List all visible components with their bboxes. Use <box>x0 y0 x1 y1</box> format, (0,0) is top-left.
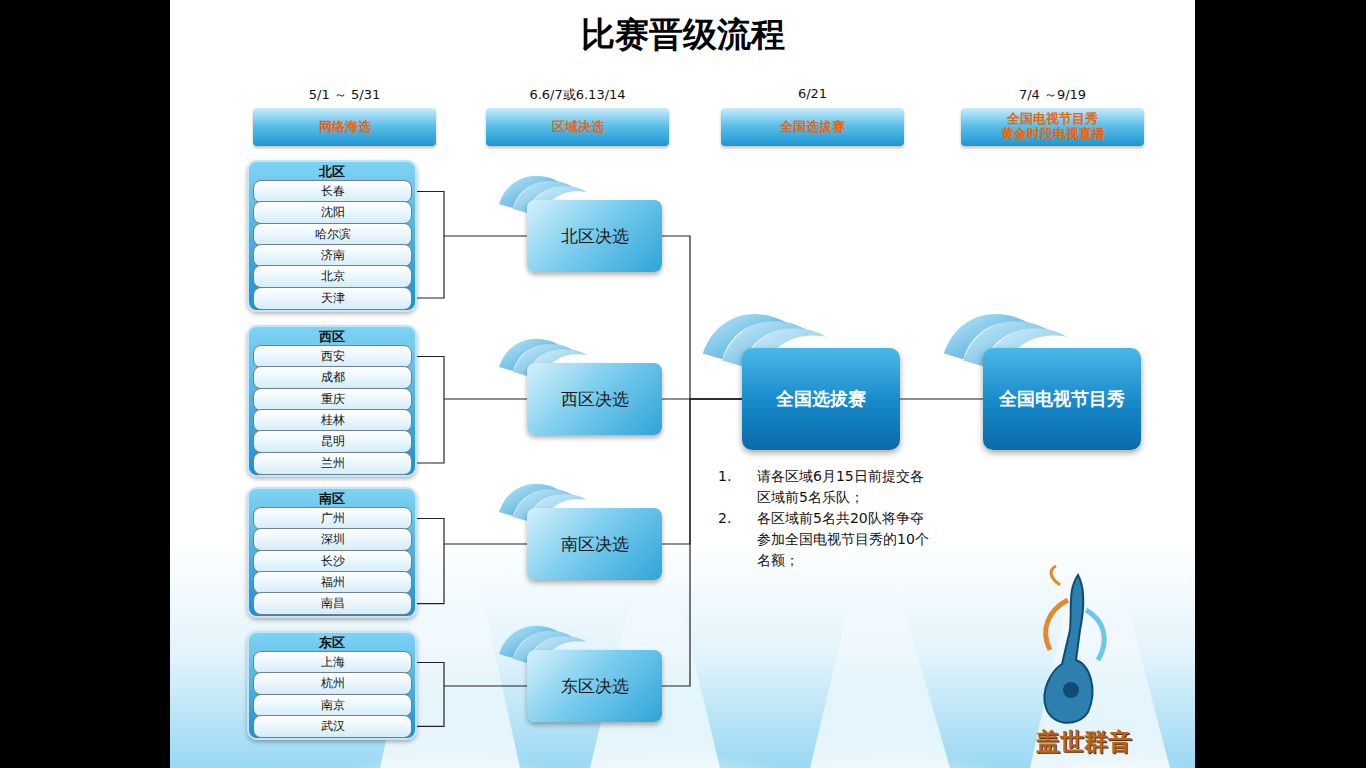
region-final-box: 西区决选 <box>527 363 662 435</box>
city-box: 哈尔滨 <box>253 223 412 246</box>
box-label: 沈阳 <box>321 204 345 221</box>
date-label: 7/4 ～9/19 <box>941 86 1164 104</box>
box-label: 兰州 <box>321 455 345 472</box>
region-heading: 南区 <box>249 490 415 508</box>
city-box: 天津 <box>253 287 412 310</box>
box-label: 西安 <box>321 348 345 365</box>
box-label: 全国选拔赛 <box>776 387 866 411</box>
box-label: 全国电视节目秀 <box>999 387 1125 411</box>
guitar-illustration <box>1044 566 1104 723</box>
region-final-box: 东区决选 <box>527 650 662 722</box>
city-box: 长沙 <box>253 550 412 573</box>
side-bar <box>1195 0 1366 768</box>
box-label: 全国选拔赛 <box>759 120 866 135</box>
date-label: 6.6/7或6.13/14 <box>466 86 689 104</box>
box-label: 北区决选 <box>561 225 629 248</box>
box-label: 南京 <box>321 697 345 714</box>
stage-tab: 6/21全国选拔赛 <box>721 108 904 146</box>
diagram-title: 比赛晋级流程 <box>170 12 1195 58</box>
box-label: 上海 <box>321 654 345 671</box>
list-number: 1. <box>718 466 748 487</box>
stage-lights <box>330 540 1200 768</box>
box-label: 南昌 <box>321 595 345 612</box>
date-label: 5/1 ～ 5/31 <box>233 86 456 104</box>
box-label: 长春 <box>321 183 345 200</box>
region-final-box: 北区决选 <box>527 200 662 272</box>
city-box: 昆明 <box>253 430 412 453</box>
connector <box>417 663 527 727</box>
date-label: 6/21 <box>701 86 924 101</box>
region-group: 西区西安成都重庆桂林昆明兰州 <box>247 325 417 477</box>
region-heading: 北区 <box>249 163 415 181</box>
box-label: 福州 <box>321 574 345 591</box>
box-label: 北京 <box>321 268 345 285</box>
box-label: 深圳 <box>321 531 345 548</box>
city-box: 南昌 <box>253 592 412 615</box>
note-text: 各区域前5名共20队将争夺参加全国电视节目秀的10个名额； <box>757 508 929 571</box>
box-label: 长沙 <box>321 553 345 570</box>
city-box: 桂林 <box>253 409 412 432</box>
box-label: 区域决选 <box>524 120 631 135</box>
region-final-box: 南区决选 <box>527 508 662 580</box>
stage-tab: 5/1 ～ 5/31网络海选 <box>253 108 436 146</box>
box-label: 网络海选 <box>291 120 398 135</box>
city-box: 杭州 <box>253 672 412 695</box>
box-label: 西区决选 <box>561 388 629 411</box>
box-label: 昆明 <box>321 433 345 450</box>
city-box: 兰州 <box>253 452 412 475</box>
box-label: 广州 <box>321 510 345 527</box>
box-label: 杭州 <box>321 675 345 692</box>
city-box: 成都 <box>253 366 412 389</box>
box-label: 桂林 <box>321 412 345 429</box>
city-box: 武汉 <box>253 715 412 738</box>
region-heading: 西区 <box>249 328 415 346</box>
region-heading: 东区 <box>249 634 415 652</box>
flame-decorations <box>499 176 1067 668</box>
connector <box>662 399 742 686</box>
connector <box>417 519 527 604</box>
region-group: 东区上海杭州南京武汉 <box>247 631 417 740</box>
city-box: 深圳 <box>253 528 412 551</box>
city-box: 济南 <box>253 244 412 267</box>
city-box: 沈阳 <box>253 201 412 224</box>
connector <box>900 398 983 399</box>
stage-tab: 7/4 ～9/19全国电视节目秀 黄金时段电视直播 <box>961 108 1144 146</box>
city-box: 长春 <box>253 180 412 203</box>
national-box: 全国选拔赛 <box>742 348 900 450</box>
connector <box>662 236 742 399</box>
side-bar <box>0 0 170 768</box>
box-label: 哈尔滨 <box>315 226 351 243</box>
city-box: 重庆 <box>253 388 412 411</box>
stage-tab: 6.6/7或6.13/14区域决选 <box>486 108 669 146</box>
box-label: 成都 <box>321 369 345 386</box>
box-label: 武汉 <box>321 718 345 735</box>
city-box: 福州 <box>253 571 412 594</box>
box-label: 全国电视节目秀 黄金时段电视直播 <box>999 112 1106 142</box>
region-group: 北区长春沈阳哈尔滨济南北京天津 <box>247 160 417 312</box>
note-text: 请各区域6月15日前提交各区域前5名乐队； <box>757 466 929 508</box>
box-label: 南区决选 <box>561 533 629 556</box>
city-box: 南京 <box>253 694 412 717</box>
box-label: 天津 <box>321 290 345 307</box>
connector <box>417 192 527 299</box>
national-box: 全国电视节目秀 <box>983 348 1141 450</box>
city-box: 北京 <box>253 265 412 288</box>
region-group: 南区广州深圳长沙福州南昌 <box>247 487 417 618</box>
city-box: 广州 <box>253 507 412 530</box>
logo-text: 盖世群音 <box>1036 726 1132 758</box>
list-number: 2. <box>718 508 748 529</box>
connector <box>417 357 527 464</box>
city-box: 上海 <box>253 651 412 674</box>
city-box: 西安 <box>253 345 412 368</box>
box-label: 东区决选 <box>561 675 629 698</box>
box-label: 重庆 <box>321 391 345 408</box>
box-label: 济南 <box>321 247 345 264</box>
